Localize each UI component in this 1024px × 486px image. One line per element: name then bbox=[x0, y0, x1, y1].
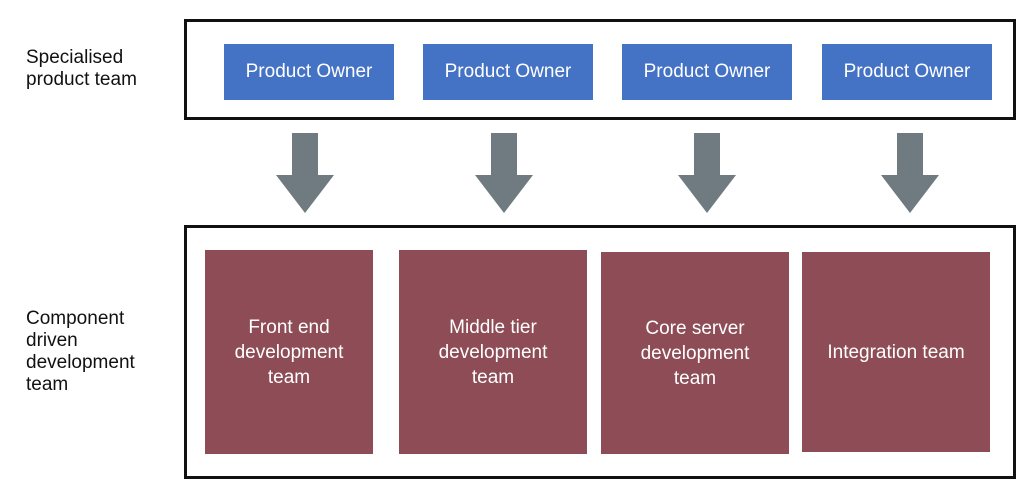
product-owner-box-4: Product Owner bbox=[822, 44, 992, 100]
core-server-team-box: Core server development team bbox=[601, 252, 789, 454]
product-owner-box-2: Product Owner bbox=[423, 44, 593, 100]
down-arrow-1-icon bbox=[276, 133, 334, 213]
product-owner-box-3: Product Owner bbox=[622, 44, 792, 100]
component-driven-team-label: Component driven development team bbox=[26, 308, 135, 395]
middle-tier-team-box: Middle tier development team bbox=[399, 250, 587, 454]
down-arrow-3-icon bbox=[678, 133, 736, 213]
down-arrow-2-icon bbox=[475, 133, 533, 213]
integration-team-box: Integration team bbox=[802, 252, 990, 452]
front-end-team-box: Front end development team bbox=[205, 250, 373, 454]
down-arrow-4-icon bbox=[881, 133, 939, 213]
product-owner-box-1: Product Owner bbox=[224, 44, 394, 100]
specialised-product-team-label: Specialised product team bbox=[26, 47, 137, 90]
